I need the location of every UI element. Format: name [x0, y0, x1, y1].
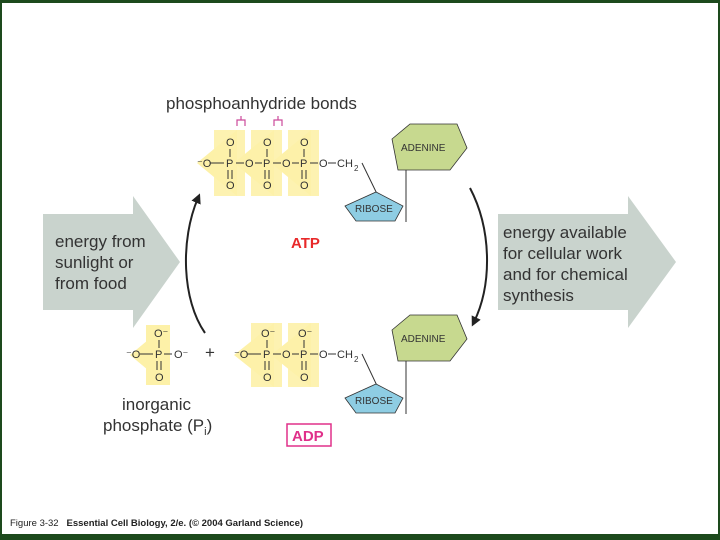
adp-minus-o: ⁻O: [234, 349, 249, 361]
atp-o-bottom-3: O: [300, 180, 309, 192]
phosphate-label-subscript: i: [204, 426, 206, 438]
adp-adenine-label: ADENINE: [401, 334, 446, 345]
atp-o-top-2: O: [263, 137, 272, 149]
atp-adenine-label: ADENINE: [401, 143, 446, 154]
phosphate-label-text: phosphate (P: [103, 416, 204, 435]
adp-ch2: CH: [337, 349, 353, 361]
adp-o-link-1: O: [282, 349, 291, 361]
pi-o-bottom: O: [155, 372, 164, 384]
atp-ribose-shape: [344, 191, 404, 222]
energy-in-line-2: sunlight or: [55, 253, 134, 272]
adp-p-2: P: [300, 349, 307, 361]
energy-out-arrow: [498, 196, 676, 328]
atp-o-bottom-2: O: [263, 180, 272, 192]
energy-in-arrow: [43, 196, 180, 328]
frame-top-border: [0, 0, 720, 3]
adp-ch2-sub: 2: [354, 355, 359, 364]
pi-phosphate-shape: [130, 325, 170, 385]
energy-out-line-2: for cellular work: [503, 244, 623, 263]
atp-o-bottom-1: O: [226, 180, 235, 192]
atp-p-2: P: [263, 158, 270, 170]
atp-o-link-2: O: [282, 158, 291, 170]
inorganic-label: inorganic: [122, 395, 191, 414]
adp-o-bottom-2: O: [300, 372, 309, 384]
energy-out-line-3: and for chemical: [503, 265, 628, 284]
atp-phosphates: [197, 130, 319, 196]
atp-o-top-3: O: [300, 137, 309, 149]
bonds-label: phosphoanhydride bonds: [166, 94, 357, 113]
pi-o-minus-top: O⁻: [154, 328, 169, 340]
phosphate-label: phosphate (Pi): [103, 416, 212, 438]
atp-adenine-shape: [391, 123, 468, 171]
pi-minus-o: ⁻O: [126, 349, 141, 361]
atp-o-link-3: O: [319, 158, 328, 170]
atp-p-3: P: [300, 158, 307, 170]
pi-o-minus-right: O⁻: [174, 349, 189, 361]
atp-label: ATP: [291, 235, 320, 252]
energy-out-line-1: energy available: [503, 223, 627, 242]
plus-sign: +: [205, 343, 215, 362]
atp-ch2: CH: [337, 158, 353, 170]
atp-o-top-1: O: [226, 137, 235, 149]
cycle-arrow-left: [184, 193, 206, 334]
adp-label-box: [286, 423, 332, 447]
figure-number: Figure 3-32: [10, 518, 59, 529]
atp-ribose-label: RIBOSE: [355, 204, 393, 215]
adp-adenine-shape: [391, 314, 468, 362]
atp-minus-o: ⁻O: [197, 158, 212, 170]
atp-o-link-1: O: [245, 158, 254, 170]
adp-o-link-2: O: [319, 349, 328, 361]
adp-p-1: P: [263, 349, 270, 361]
adp-label: ADP: [292, 428, 324, 445]
adp-ribose-label: RIBOSE: [355, 396, 393, 407]
cycle-arrow-right: [469, 187, 488, 327]
adp-o-bottom-1: O: [263, 372, 272, 384]
atp-formula: O O O ⁻O P O P O P O CH 2 O O O: [197, 137, 359, 192]
figure-caption: Figure 3-32 Essential Cell Biology, 2/e.…: [10, 518, 303, 529]
adp-phosphates: [234, 323, 319, 387]
adp-o-minus-top-2: O⁻: [298, 328, 313, 340]
adp-ribose-shape: [344, 383, 404, 414]
atp-p-1: P: [226, 158, 233, 170]
energy-in-line-3: from food: [55, 274, 127, 293]
bond-bracket-1: [236, 116, 246, 126]
pi-p: P: [155, 349, 162, 361]
phosphate-label-close: ): [207, 416, 213, 435]
bond-bracket-2: [273, 116, 283, 126]
energy-in-line-1: energy from: [55, 232, 146, 251]
adp-o-minus-top-1: O⁻: [261, 328, 276, 340]
frame-right-border: [718, 0, 720, 540]
adp-formula: O⁻ O⁻ ⁻O P O P O CH 2 O O: [234, 328, 359, 384]
energy-out-line-4: synthesis: [503, 286, 574, 305]
figure-source: Essential Cell Biology, 2/e. (© 2004 Gar…: [66, 518, 304, 529]
frame-bottom-border: [0, 534, 720, 540]
pi-formula: O⁻ ⁻O P O⁻ O: [126, 328, 189, 384]
atp-ch2-sub: 2: [354, 164, 359, 173]
frame-left-border: [0, 0, 2, 540]
